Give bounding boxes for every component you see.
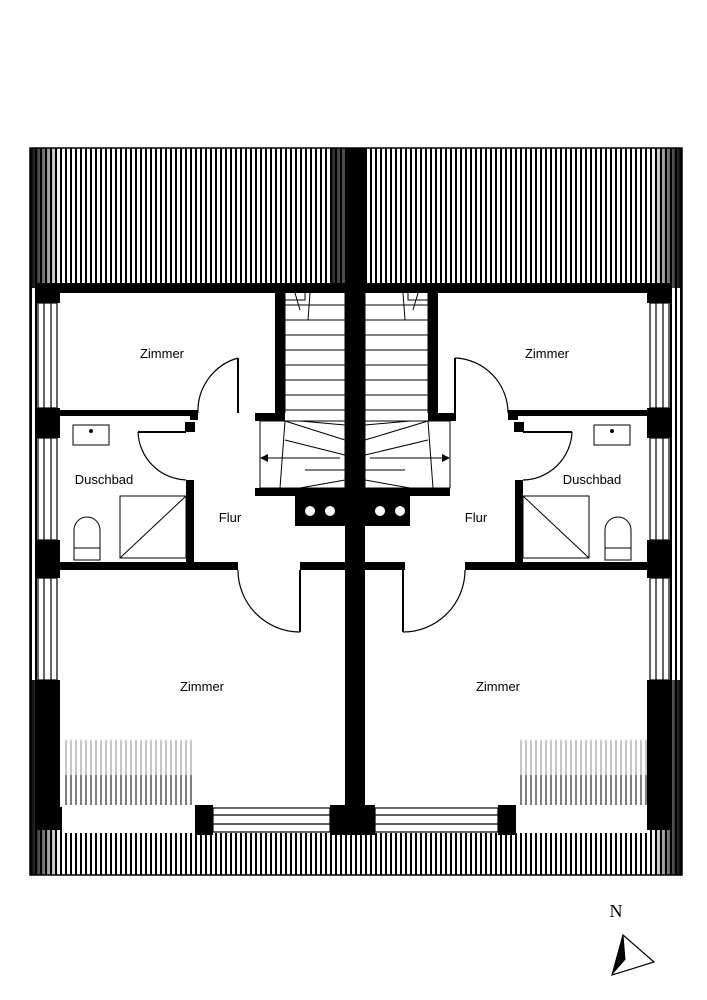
windows bbox=[37, 302, 670, 833]
chimney-flues bbox=[305, 506, 405, 516]
north-arrow: N bbox=[610, 901, 656, 976]
room-label-zimmer-ne: Zimmer bbox=[525, 346, 570, 361]
room-label-flur-e: Flur bbox=[465, 510, 488, 525]
room-labels: Zimmer Zimmer Duschbad Duschbad Flur Flu… bbox=[75, 346, 622, 694]
north-label: N bbox=[610, 901, 623, 921]
stairs bbox=[259, 292, 451, 489]
room-label-zimmer-nw: Zimmer bbox=[140, 346, 185, 361]
bath-fixtures-left bbox=[72, 424, 187, 561]
doors bbox=[137, 357, 573, 633]
room-label-flur-w: Flur bbox=[219, 510, 242, 525]
room-label-zimmer-sw: Zimmer bbox=[180, 679, 225, 694]
bath-fixtures-right bbox=[522, 424, 632, 561]
stair-arrows bbox=[260, 454, 450, 462]
room-label-duschbad-w: Duschbad bbox=[75, 472, 134, 487]
room-label-zimmer-se: Zimmer bbox=[476, 679, 521, 694]
room-label-duschbad-e: Duschbad bbox=[563, 472, 622, 487]
